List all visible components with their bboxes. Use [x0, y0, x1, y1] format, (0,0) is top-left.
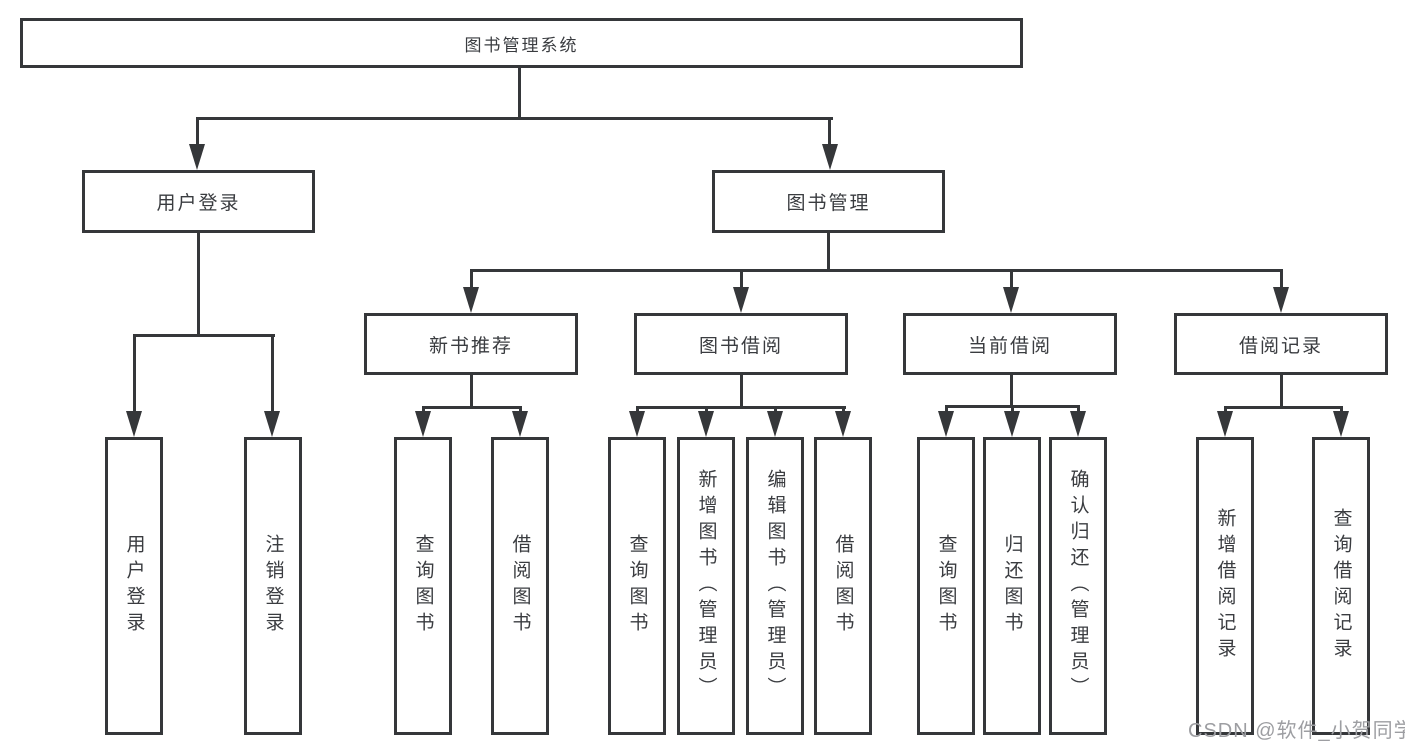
connector-recommend-stem — [470, 374, 473, 409]
connector-userlogin-stem — [197, 232, 200, 337]
node-book-borrowing-label: 图书借阅 — [698, 335, 783, 357]
leaf-logout: 注销登录 — [244, 437, 302, 735]
arrow-down-icon — [822, 144, 838, 170]
node-book-management-label: 图书管理 — [786, 193, 871, 214]
leaf-query-borrow-record-label: 查询借阅记录 — [1330, 508, 1352, 664]
connector-root-drop-left — [196, 117, 199, 147]
connector-bookmgmt-drop-1 — [470, 269, 473, 291]
node-current-borrowing-label: 当前借阅 — [967, 335, 1052, 357]
connector-bookmgmt-drop-2 — [740, 269, 743, 291]
connector-userlogin-bar — [133, 334, 275, 337]
connector-records-stem — [1280, 374, 1283, 409]
node-library-system: 图书管理系统 — [20, 18, 1023, 68]
connector-bookmgmt-stem — [827, 232, 830, 272]
leaf-borrow-books-recommend-label: 借阅图书 — [509, 534, 531, 638]
arrow-down-icon — [463, 287, 479, 313]
leaf-return-books: 归还图书 — [983, 437, 1041, 735]
connector-current-drop-1 — [945, 405, 948, 415]
connector-bookmgmt-bar — [470, 269, 1283, 272]
connector-recommend-drop-2 — [519, 406, 522, 415]
node-borrowing-records-label: 借阅记录 — [1238, 335, 1323, 357]
node-current-borrowing: 当前借阅 — [903, 313, 1117, 375]
arrow-down-icon — [512, 411, 528, 437]
connector-recommend-drop-1 — [422, 406, 425, 415]
connector-current-drop-2 — [1011, 405, 1014, 415]
arrow-down-icon — [126, 411, 142, 437]
leaf-logout-label: 注销登录 — [262, 534, 284, 638]
leaf-add-books-admin: 新增图书（管理员） — [677, 437, 735, 735]
arrow-down-icon — [698, 411, 714, 437]
connector-root-stem — [518, 68, 521, 120]
leaf-confirm-return-admin-label: 确认归还（管理员） — [1067, 469, 1089, 703]
arrow-down-icon — [938, 411, 954, 437]
connector-root-bar — [196, 117, 833, 120]
arrow-down-icon — [835, 411, 851, 437]
node-user-login-label: 用户登录 — [156, 193, 241, 214]
leaf-add-books-admin-label: 新增图书（管理员） — [695, 469, 717, 703]
node-library-system-label: 图书管理系统 — [464, 35, 579, 55]
arrow-down-icon — [1003, 287, 1019, 313]
node-borrowing-records: 借阅记录 — [1174, 313, 1388, 375]
node-book-management: 图书管理 — [712, 170, 945, 233]
leaf-user-login: 用户登录 — [105, 437, 163, 735]
connector-bookmgmt-drop-3 — [1010, 269, 1013, 291]
node-new-book-recommendation-label: 新书推荐 — [428, 335, 513, 357]
leaf-confirm-return-admin: 确认归还（管理员） — [1049, 437, 1107, 735]
arrow-down-icon — [189, 144, 205, 170]
arrow-down-icon — [1217, 411, 1233, 437]
leaf-add-borrow-record-label: 新增借阅记录 — [1214, 508, 1236, 664]
connector-records-drop-2 — [1340, 406, 1343, 415]
connector-borrowing-drop-3 — [774, 406, 777, 415]
arrow-down-icon — [767, 411, 783, 437]
leaf-query-books-recommend: 查询图书 — [394, 437, 452, 735]
leaf-query-books-recommend-label: 查询图书 — [412, 534, 434, 638]
arrow-down-icon — [733, 287, 749, 313]
arrow-down-icon — [1004, 411, 1020, 437]
arrow-down-icon — [264, 411, 280, 437]
leaf-add-borrow-record: 新增借阅记录 — [1196, 437, 1254, 735]
leaf-query-books-current: 查询图书 — [917, 437, 975, 735]
connector-current-stem — [1010, 374, 1013, 408]
connector-records-drop-1 — [1224, 406, 1227, 415]
leaf-query-books-current-label: 查询图书 — [935, 534, 957, 638]
leaf-borrow-books: 借阅图书 — [814, 437, 872, 735]
leaf-edit-books-admin: 编辑图书（管理员） — [746, 437, 804, 735]
node-user-login: 用户登录 — [82, 170, 315, 233]
leaf-return-books-label: 归还图书 — [1001, 534, 1023, 638]
connector-borrowing-drop-1 — [636, 406, 639, 415]
node-book-borrowing: 图书借阅 — [634, 313, 848, 375]
connector-userlogin-drop-2 — [271, 334, 274, 414]
connector-root-drop-right — [828, 117, 831, 147]
leaf-query-borrow-record: 查询借阅记录 — [1312, 437, 1370, 735]
arrow-down-icon — [1070, 411, 1086, 437]
leaf-query-books-borrowing-label: 查询图书 — [626, 534, 648, 638]
leaf-borrow-books-recommend: 借阅图书 — [491, 437, 549, 735]
arrow-down-icon — [1273, 287, 1289, 313]
connector-records-bar — [1224, 406, 1343, 409]
arrow-down-icon — [1333, 411, 1349, 437]
connector-userlogin-drop-1 — [133, 334, 136, 414]
arrow-down-icon — [629, 411, 645, 437]
connector-borrowing-drop-4 — [842, 406, 845, 415]
connector-borrowing-bar — [636, 406, 846, 409]
leaf-borrow-books-label: 借阅图书 — [832, 534, 854, 638]
connector-borrowing-drop-2 — [705, 406, 708, 415]
arrow-down-icon — [415, 411, 431, 437]
leaf-edit-books-admin-label: 编辑图书（管理员） — [764, 469, 786, 703]
node-new-book-recommendation: 新书推荐 — [364, 313, 578, 375]
leaf-query-books-borrowing: 查询图书 — [608, 437, 666, 735]
connector-bookmgmt-drop-4 — [1280, 269, 1283, 291]
connector-current-drop-3 — [1077, 405, 1080, 415]
connector-recommend-bar — [422, 406, 522, 409]
connector-borrowing-stem — [740, 374, 743, 409]
csdn-watermark: CSDN @软件_小贺同学 — [1188, 720, 1405, 742]
leaf-user-login-label: 用户登录 — [123, 534, 145, 638]
